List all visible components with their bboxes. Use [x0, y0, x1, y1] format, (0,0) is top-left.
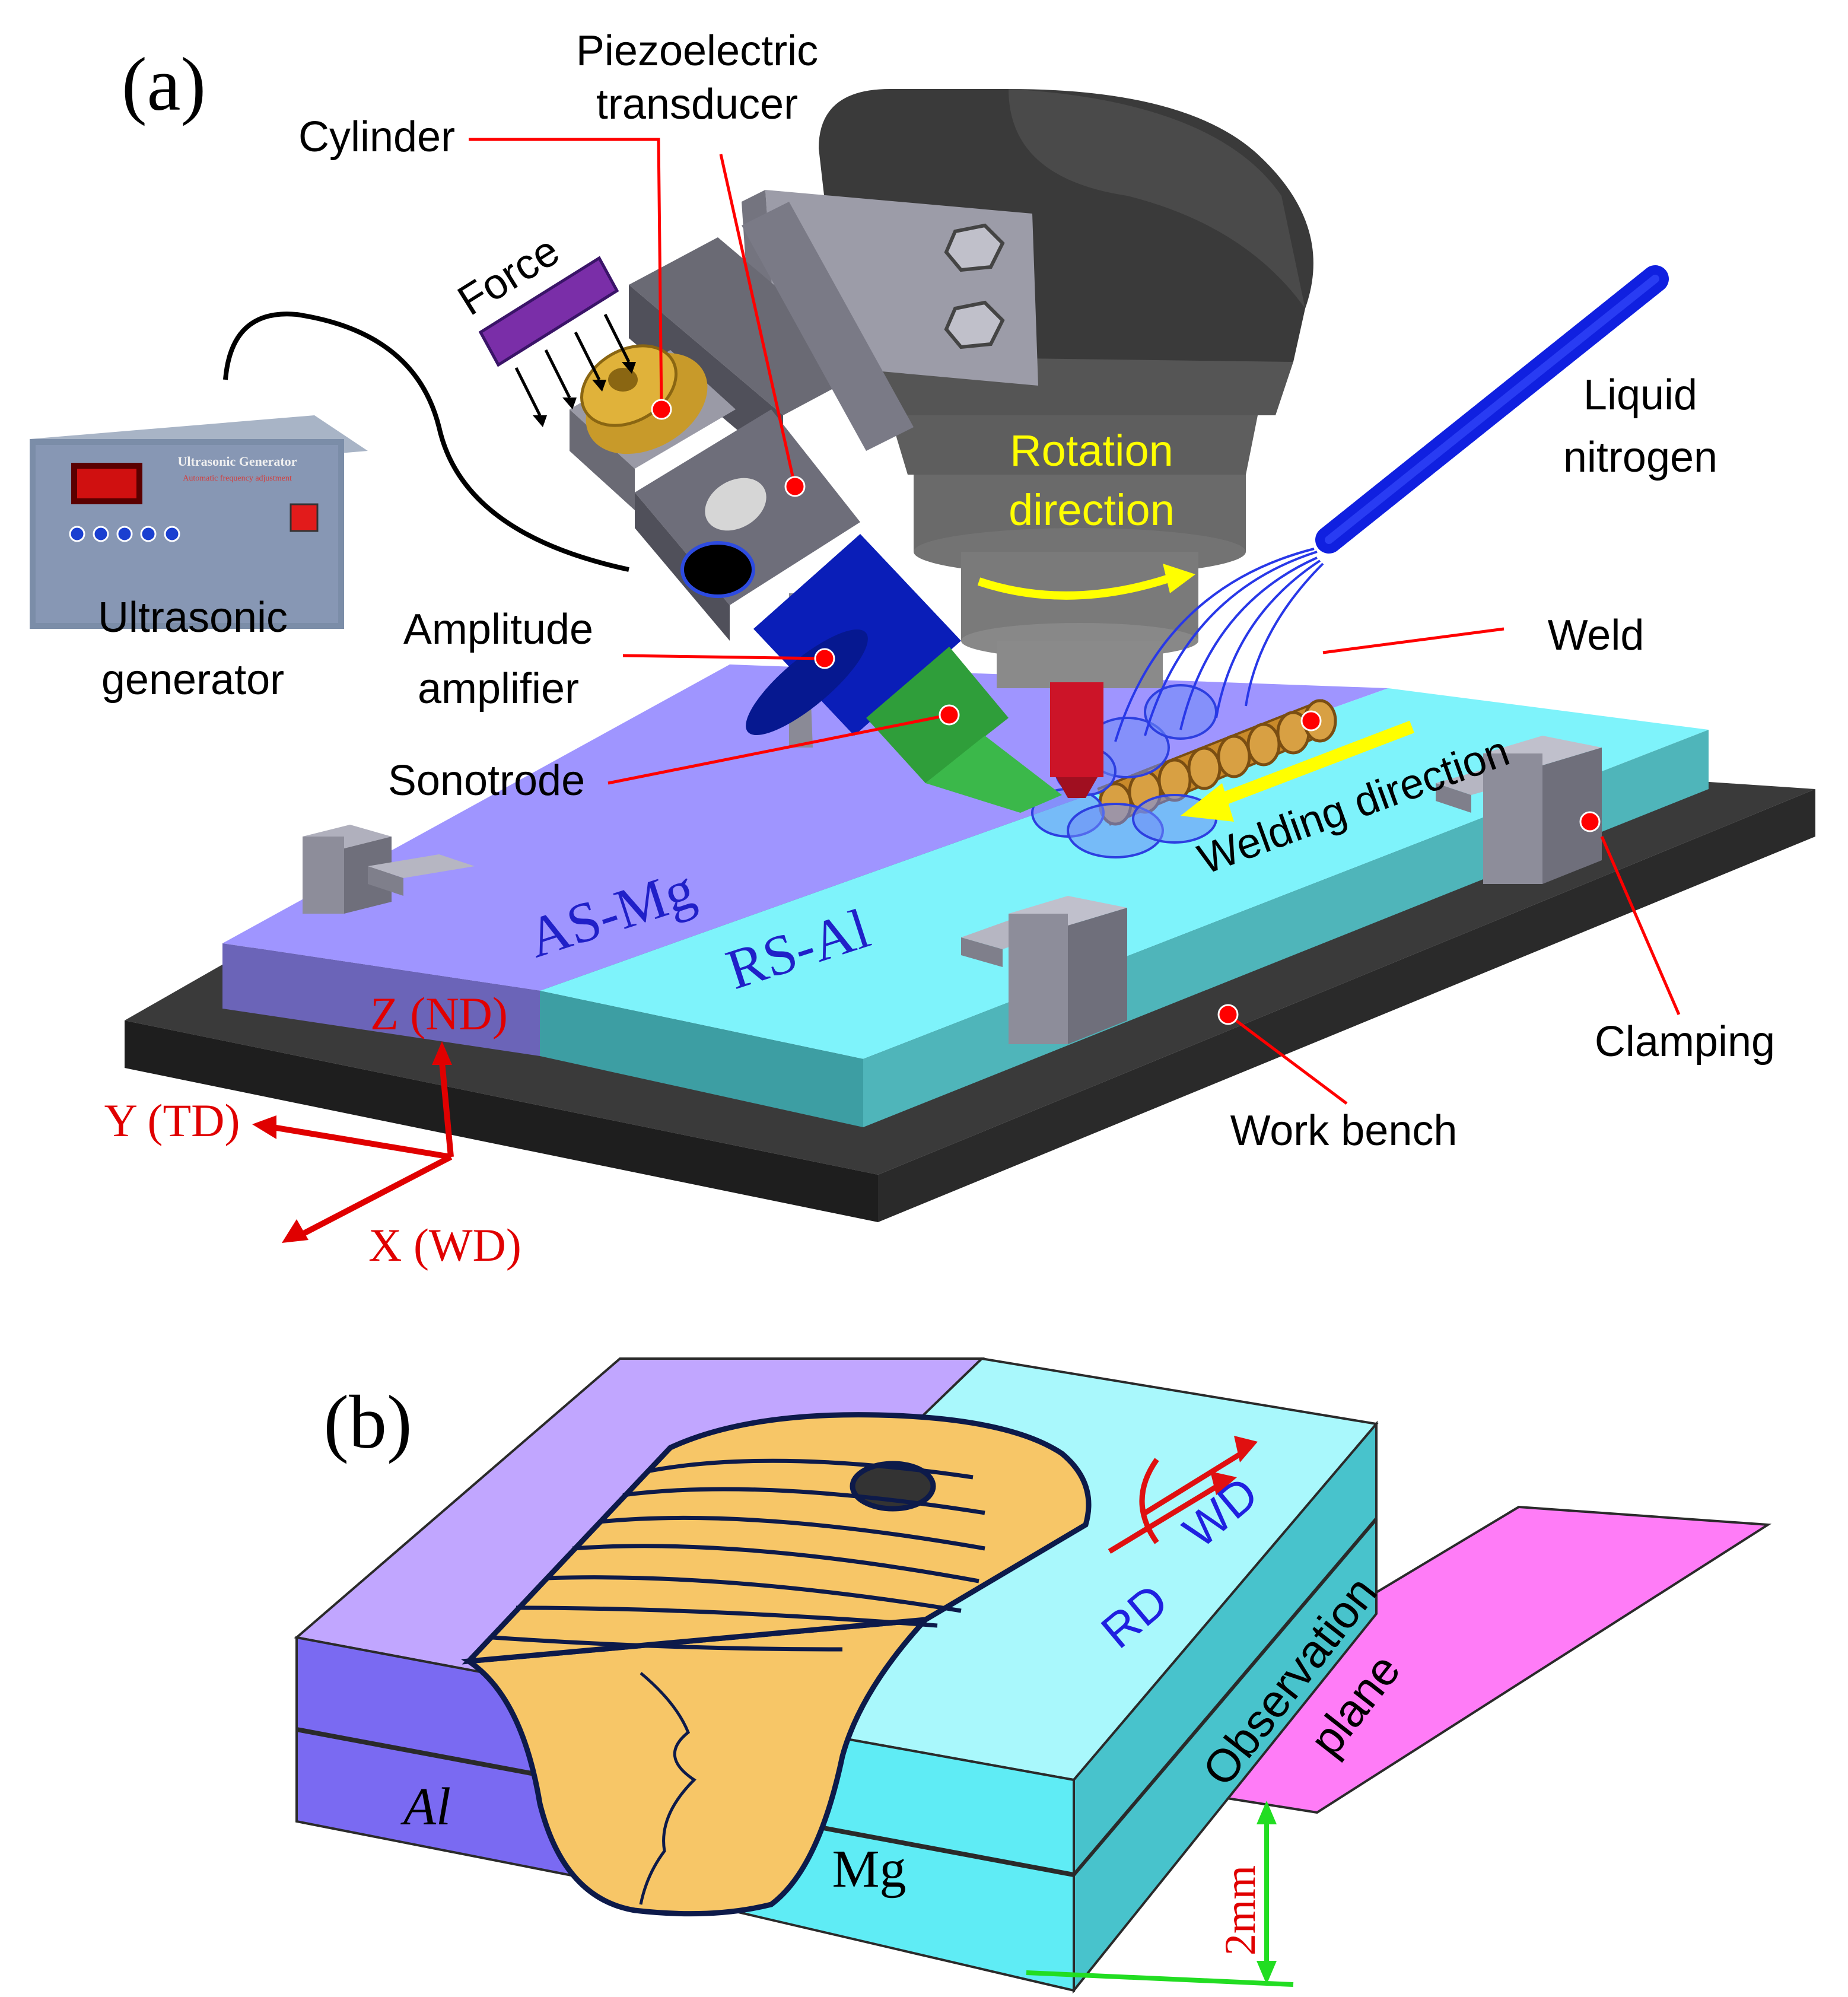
clamp-middle	[961, 896, 1127, 1044]
liquid-nitrogen-label-line1: Liquid	[1583, 371, 1697, 419]
clamping-label: Clamping	[1595, 1018, 1775, 1066]
panel-a: Ultrasonic Generator Automatic frequency…	[30, 27, 1815, 1271]
amplitude-label-line1: Amplitude	[403, 606, 593, 653]
spindle-head	[819, 89, 1313, 798]
clamp-right	[1436, 736, 1602, 884]
panel-b: (b) Al Mg RD WD Observation plane 2mm	[294, 1357, 1772, 1994]
rd-wd-arrowheads-icon	[1210, 1436, 1258, 1495]
liquid-nitrogen-label-line2: nitrogen	[1563, 434, 1717, 481]
amplitude-label-line2: amplifier	[418, 665, 579, 713]
ultrasonic-label-line2: generator	[101, 656, 284, 704]
thickness-dimension	[1026, 1801, 1294, 1987]
coordinate-axes	[252, 1041, 454, 1243]
axis-y-label: Y (TD)	[104, 1095, 240, 1146]
weld-label: Weld	[1548, 612, 1645, 659]
liquid-nitrogen-nozzle	[1114, 265, 1669, 742]
weld-nugget	[460, 1412, 1092, 1917]
rotation-label-line1: Rotation	[1010, 426, 1173, 475]
callout-dots	[651, 399, 1601, 1025]
clamp-left	[303, 825, 475, 914]
generator-title: Ultrasonic Generator	[178, 454, 297, 469]
power-switch-icon	[290, 503, 319, 532]
work-bench-label: Work bench	[1230, 1107, 1458, 1155]
mg-label: Mg	[832, 1840, 906, 1899]
piezo-label-line1: Piezoelectric	[576, 27, 818, 75]
panel-a-label: (a)	[122, 42, 206, 126]
al-label: Al	[400, 1777, 451, 1836]
thickness-label: 2mm	[1216, 1865, 1265, 1955]
generator-subtitle: Automatic frequency adjustment	[183, 474, 292, 483]
cylinder-label: Cylinder	[298, 113, 455, 161]
rotation-label-line2: direction	[1009, 485, 1175, 535]
ultrasonic-generator: Ultrasonic Generator Automatic frequency…	[30, 415, 368, 629]
axis-z-label: Z (ND)	[370, 988, 508, 1039]
generator-cable	[223, 311, 629, 572]
piezo-label-line2: transducer	[596, 81, 798, 128]
rotation-arrow-icon	[977, 564, 1195, 600]
axis-x-label: X (WD)	[368, 1219, 521, 1271]
callout-lines	[469, 138, 1681, 1105]
sonotrode-label: Sonotrode	[388, 757, 585, 804]
force-block	[478, 256, 636, 427]
panel-b-label: (b)	[323, 1380, 412, 1464]
ultrasonic-label-line1: Ultrasonic	[98, 594, 288, 641]
rd-wd-arrows-icon	[1108, 1448, 1248, 1554]
cylinder	[570, 344, 766, 531]
welding-direction-arrow-icon	[1181, 720, 1414, 822]
